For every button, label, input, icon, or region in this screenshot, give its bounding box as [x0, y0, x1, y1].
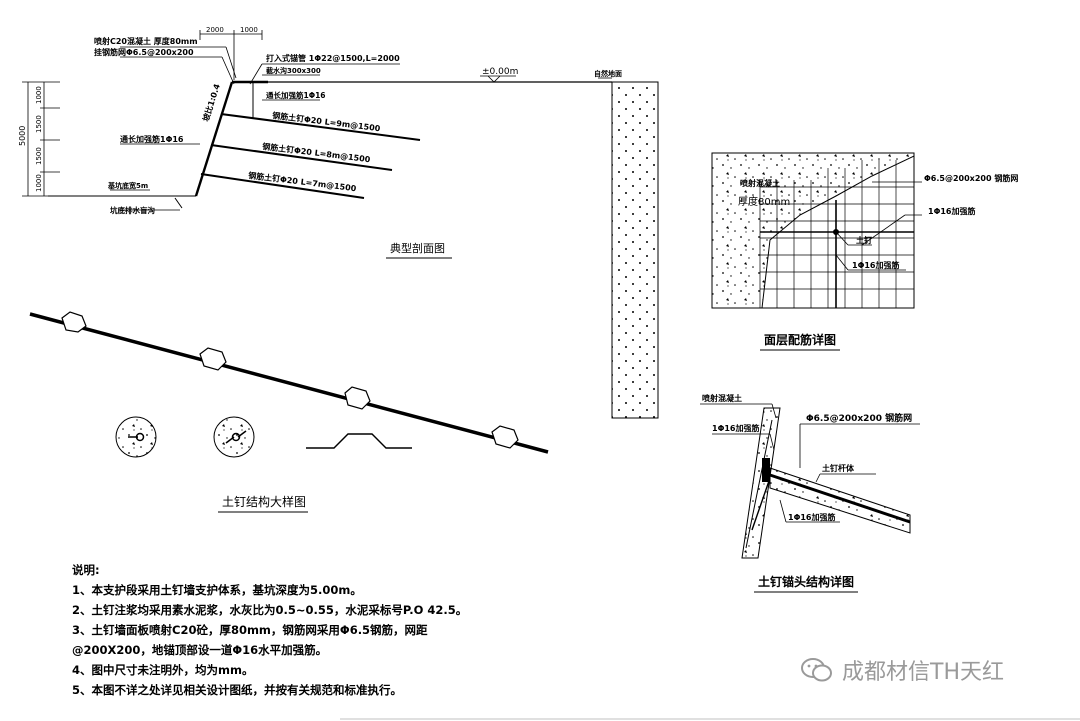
nail-1 [220, 113, 421, 141]
notes-heading: 说明: [72, 563, 100, 577]
dim-2000: 2000 [206, 26, 224, 34]
dim-1000-bottom: 1000 [35, 174, 43, 192]
dim-1000: 1000 [240, 26, 258, 34]
dim-1000-top: 1000 [35, 86, 43, 104]
section-title: 典型剖面图 [390, 241, 445, 255]
anchor-detail-title: 土钉锚头结构详图 [758, 574, 854, 589]
anchor-label-bar1: 1Φ16加强筋 [712, 423, 760, 433]
dim-5000: 5000 [18, 126, 27, 146]
section-leaders [110, 46, 612, 211]
soil-column [611, 81, 659, 419]
typical-section: 5000 1000 1500 1500 1000 2000 1000 [18, 26, 622, 259]
label-natural-ground: 自然地面 [594, 69, 622, 78]
left-dimension [22, 81, 60, 197]
anchor-label-bar2: 1Φ16加强筋 [788, 512, 836, 522]
note-item-3-cont: @200X200，地锚顶部设一道Φ16水平加强筋。 [72, 643, 328, 657]
centralizer-profile [306, 433, 412, 449]
watermark: 成都材信TH天红 [800, 655, 1004, 685]
bottom-divider [340, 718, 1080, 720]
mesh-label-thickness: 厚度80mm [738, 195, 790, 208]
watermark-text: 成都材信TH天红 [842, 660, 1004, 685]
nail-rod [29, 312, 549, 454]
label-nail-2: 钢筋土钉Φ20 L=8m@1500 [262, 141, 372, 164]
wechat-logo-icon [801, 658, 832, 682]
mesh-detail-title: 面层配筋详图 [764, 332, 836, 347]
label-crown-beam: 截水沟300x300 [266, 66, 321, 75]
mesh-detail: 喷射混凝土 厚度80mm Φ6.5@200x200 钢筋网 1Φ16加强筋 土钉… [711, 152, 1018, 351]
label-through-bar: 通长加强筋1Φ16 [120, 134, 184, 144]
mesh-label-bar2: 1Φ16加强筋 [852, 260, 900, 270]
label-slope-ratio: 坡比1:0.4 [200, 82, 222, 123]
mesh-label-bar: 1Φ16加强筋 [928, 206, 976, 216]
anchor-label-nail-body: 土钉杆体 [822, 463, 855, 473]
label-top-bar: 通长加强筋1Φ16 [266, 90, 326, 100]
label-anchor-pipe: 打入式锚管 1Φ22@1500,L=2000 [266, 53, 400, 63]
dim-1500-b: 1500 [35, 147, 43, 165]
label-shotcrete: 喷射C20混凝土 厚度80mm [94, 36, 198, 46]
mesh-label-nail: 土钉 [856, 235, 872, 245]
label-bottom-width: 基坑底宽5m [107, 181, 148, 190]
note-item-1: 1、本支护段采用土钉墙支护体系，基坑深度为5.00m。 [72, 583, 362, 597]
centralizers [61, 311, 519, 449]
soil-nails [174, 113, 421, 209]
nail-detail: 土钉结构大样图 [29, 311, 549, 513]
nail-2 [210, 144, 393, 171]
note-item-5: 5、本图不详之处详见相关设计图纸，并按有关规范和标准执行。 [72, 683, 402, 697]
design-notes: 说明: 1、本支护段采用土钉墙支护体系，基坑深度为5.00m。 2、土钉注浆均采… [72, 560, 467, 700]
mesh-label-mesh: Φ6.5@200x200 钢筋网 [924, 173, 1018, 183]
dim-1500-a: 1500 [35, 115, 43, 133]
top-dimension [199, 30, 263, 80]
anchor-label-shotcrete: 喷射混凝土 [702, 393, 742, 403]
elevation-marker [480, 75, 516, 83]
label-elevation: ±0.00m [482, 67, 518, 77]
note-item-2: 2、土钉注浆均采用素水泥浆，水灰比为0.5~0.55，水泥采标号P.O 42.5… [72, 603, 468, 617]
mesh-label-shotcrete: 喷射混凝土 [740, 178, 780, 188]
note-item-4: 4、图中尺寸未注明外，均为mm。 [72, 663, 254, 677]
nail-detail-title: 土钉结构大样图 [222, 494, 306, 509]
rebar-mesh [759, 160, 914, 308]
anchor-detail: 喷射混凝土 1Φ16加强筋 Φ6.5@200x200 钢筋网 土钉杆体 1Φ16… [700, 393, 920, 593]
label-drain: 坑底排水盲沟 [110, 205, 155, 215]
label-mesh: 挂钢筋网Φ6.5@200x200 [94, 47, 194, 57]
note-item-3: 3、土钉墙面板喷射C20砼，厚80mm，钢筋网采用Φ6.5钢筋，网距 [72, 623, 428, 637]
anchor-label-mesh: Φ6.5@200x200 钢筋网 [806, 412, 912, 424]
label-nail-1: 钢筋土钉Φ20 L=9m@1500 [272, 110, 382, 133]
section-profile [48, 80, 612, 197]
nail-3 [200, 173, 365, 199]
